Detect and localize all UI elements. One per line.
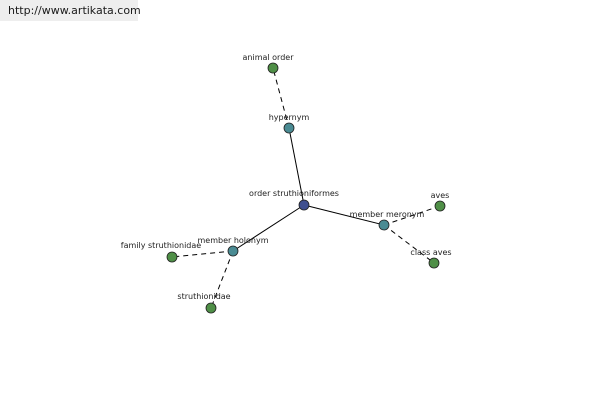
node-family-struthionidae[interactable] — [166, 251, 178, 263]
edge-member-meronym-to-class-aves — [383, 224, 435, 264]
graph-labels: order struthioniformes hypernym animal ord… — [121, 53, 452, 301]
edge-order-to-member-meronym — [303, 204, 385, 226]
graph-nodes — [166, 62, 446, 314]
edge-order-to-hypernym — [288, 127, 305, 206]
edge-member-holonym-to-family-struthionidae — [171, 250, 234, 258]
edge-hypernym-to-animal-order — [272, 67, 290, 129]
node-member-holonym[interactable] — [227, 245, 239, 257]
node-label-struthionidae: struthionidae — [177, 292, 230, 301]
site-url-link[interactable]: http://www.artikata.com — [8, 4, 141, 17]
edge-member-holonym-to-struthionidae — [210, 250, 234, 309]
node-order[interactable] — [298, 199, 310, 211]
edge-order-to-member-holonym — [232, 204, 305, 252]
node-class-aves[interactable] — [428, 257, 440, 269]
node-label-hypernym: hypernym — [269, 113, 310, 122]
node-label-member-meronym: member meronym — [350, 210, 425, 219]
node-label-family-struthionidae: family struthionidae — [121, 241, 201, 250]
graph-edges — [171, 67, 441, 309]
node-aves[interactable] — [434, 200, 446, 212]
node-member-meronym[interactable] — [378, 219, 390, 231]
node-hypernym[interactable] — [283, 122, 295, 134]
node-struthionidae[interactable] — [205, 302, 217, 314]
node-label-aves: aves — [431, 191, 450, 200]
node-animal-order[interactable] — [267, 62, 279, 74]
node-label-member-holonym: member holonym — [197, 236, 268, 245]
url-bar: http://www.artikata.com — [0, 0, 141, 21]
node-label-class-aves: class aves — [410, 248, 451, 257]
node-label-order: order struthioniformes — [249, 189, 339, 198]
edge-member-meronym-to-aves — [383, 205, 441, 226]
node-label-animal-order: animal order — [243, 53, 295, 62]
